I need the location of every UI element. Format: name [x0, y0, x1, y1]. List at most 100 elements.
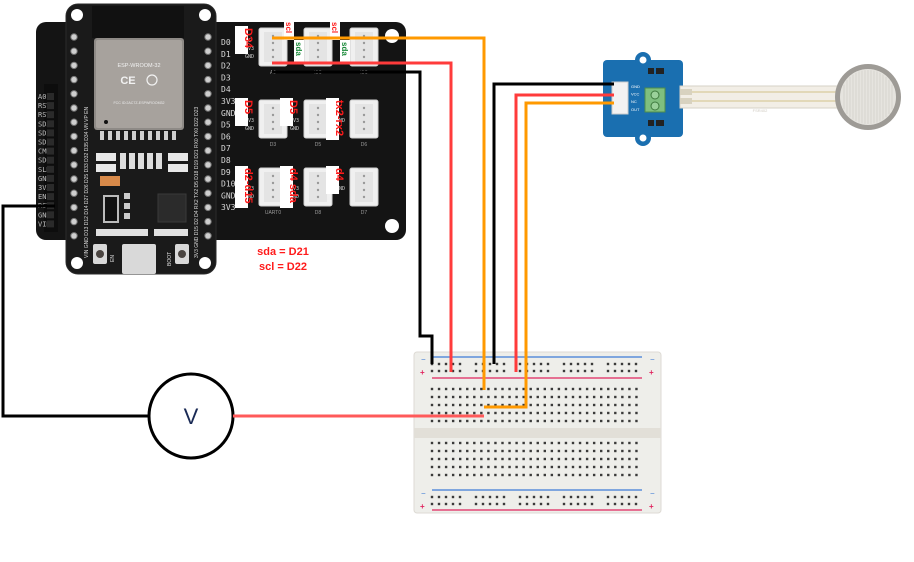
shield-header-pin-label: D0 — [221, 38, 231, 47]
shield-left-pin-label: SD1 — [38, 139, 51, 147]
shield-header-pin-label: D2 — [221, 62, 231, 71]
connector-pin-label: GND — [290, 126, 299, 132]
rail-minus-label: − — [421, 355, 426, 364]
header-pin — [47, 184, 54, 191]
rail-minus-label-bottom-right: − — [650, 489, 655, 498]
wroom-shield-can — [96, 40, 182, 128]
connector-pin-label: GND — [336, 186, 345, 192]
wire-sensor-gnd-black — [492, 82, 614, 364]
shield-left-pin-label: 3V3 — [38, 184, 51, 192]
connector-pin-label: 3V3 — [245, 118, 254, 124]
header-pin — [47, 120, 54, 128]
connector-pin-label: 3V3 — [245, 186, 254, 192]
connector-note-sda: sda — [340, 42, 349, 56]
header-pin — [47, 211, 54, 219]
devkit-pin — [70, 90, 78, 98]
shield-left-pin-label: A0 — [38, 93, 46, 101]
sensor-pin-label: OUT — [631, 107, 640, 112]
bluetooth-logo-icon — [146, 74, 158, 86]
mount-hole — [385, 29, 399, 43]
breadboard-holes — [430, 362, 638, 506]
devkit-pin — [70, 104, 78, 112]
devkit-pin — [70, 146, 78, 155]
fsr-tail — [679, 85, 851, 109]
fcc-id: FCC ID:2AC7Z-ESPWROOM32 — [113, 101, 164, 105]
voltage-regulator — [103, 195, 119, 223]
ce-mark: CE — [120, 75, 135, 87]
shield-header-pin-label: 3V3 — [221, 203, 236, 212]
shield-left-pin-label: SD0 — [38, 157, 51, 165]
note-label-bg — [280, 98, 293, 126]
header-pin — [47, 174, 54, 182]
grove-connector-d6[interactable] — [349, 99, 379, 139]
sensor-pin-label: GND — [631, 84, 640, 89]
shield-header-pin-label: D4 — [221, 85, 231, 94]
connector-note-scl: scl — [284, 22, 293, 33]
connector-pin-label: 3V3 — [290, 118, 299, 124]
smd-components — [96, 153, 188, 236]
module-dot — [104, 120, 108, 124]
center-channel — [414, 428, 661, 438]
devkit-pin — [204, 132, 212, 141]
shield-header-pin-label: D7 — [221, 144, 231, 153]
devkit-pin — [70, 47, 78, 55]
screw-terminal — [644, 87, 666, 113]
devkit-pin — [204, 146, 212, 155]
note-label-bg — [326, 98, 339, 140]
devkit-pin — [204, 75, 212, 84]
grove-connector-d7[interactable] — [349, 167, 379, 207]
breadboard: − + − + − + − + — [413, 351, 662, 514]
shield-header-pin-label: GND — [221, 191, 236, 200]
module-pins — [100, 131, 176, 140]
scl-note: scl = D22 — [259, 261, 307, 273]
fsr-text: FSR402 — [753, 108, 768, 113]
devkit-pin — [70, 161, 78, 169]
shield-header-pin-label: D3 — [221, 73, 231, 82]
grove-socket[interactable] — [611, 81, 629, 115]
grove-connector-i2c[interactable] — [303, 27, 333, 67]
shield-header-pin-label: GND — [221, 109, 236, 118]
devkit-pin — [70, 189, 78, 197]
shield-left-pin-label: GND — [38, 175, 51, 183]
devkit-pin — [204, 61, 212, 70]
sensor-pcb — [603, 60, 683, 137]
esp32-devkit: ESP-WROOM-32 CE FCC ID:2AC7Z-ESPWROOM32 … — [65, 3, 217, 275]
grove-connector-d5[interactable] — [303, 99, 333, 139]
rail-plus-label: + — [420, 368, 425, 377]
grove-connector-i2c[interactable] — [349, 27, 379, 67]
boot-button[interactable] — [175, 244, 189, 264]
note-label-bg — [235, 98, 248, 126]
header-pin — [47, 165, 54, 173]
mount-hole — [71, 257, 83, 269]
connector-pin-label: GND — [245, 194, 254, 200]
header-pin — [47, 193, 54, 201]
shield-header-pin-label: 3V3 — [221, 97, 236, 106]
en-button[interactable] — [93, 244, 107, 264]
header-pin — [47, 220, 54, 228]
shield-header-pin-label: D1 — [221, 50, 231, 59]
devkit-pin — [204, 104, 212, 112]
rail-plus-label-right: + — [649, 368, 654, 377]
connector-pin-label: 3V3 — [245, 46, 254, 52]
rail-minus-label-right: − — [650, 355, 655, 364]
micro-usb-port[interactable] — [122, 244, 156, 274]
shield-left-pin-label: GND — [38, 211, 51, 219]
shield-left-pin-label: RSV — [38, 111, 51, 119]
connector-id: UART0 — [265, 210, 282, 216]
devkit-pin — [204, 47, 212, 55]
connector-note: D34 — [242, 28, 254, 49]
shield-left-pin-label: RSV — [38, 102, 51, 110]
mount-hole — [385, 219, 399, 233]
boot-button-label: BOOT — [167, 252, 173, 266]
mount-hole — [639, 56, 647, 64]
devkit-pin — [70, 217, 78, 226]
shield-header-pin-label: D10 — [221, 180, 236, 189]
header-pin — [47, 93, 54, 100]
devkit-pin — [70, 75, 78, 84]
connector-pin-label: GND — [290, 194, 299, 200]
grove-connector-a0[interactable] — [258, 27, 288, 67]
mount-hole — [71, 9, 83, 21]
connector-note: d4 — [333, 168, 345, 182]
sensor-pin-label: VCC — [631, 92, 640, 97]
